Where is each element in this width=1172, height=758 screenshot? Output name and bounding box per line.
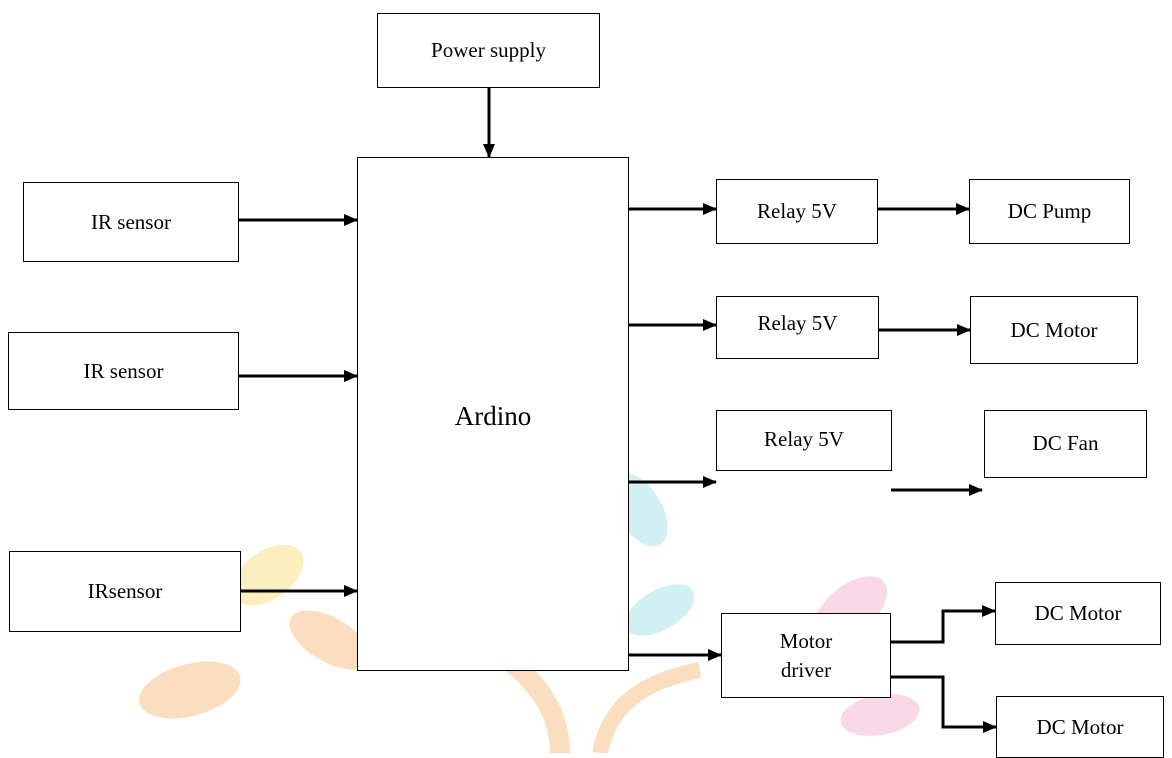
relay-block-1: Relay 5V (716, 179, 878, 244)
dc-pump-block: DC Pump (969, 179, 1130, 244)
ir-sensor-block-2: IR sensor (8, 332, 239, 410)
dc-motor-block-3: DC Motor (996, 696, 1164, 758)
dc-motor-block-1: DC Motor (970, 296, 1138, 364)
arrow-driver-to-motor-lower (889, 677, 996, 727)
dc-fan-block: DC Fan (984, 410, 1147, 478)
motor-driver-block: Motor driver (721, 613, 891, 698)
dc-motor-block-2: DC Motor (995, 582, 1161, 645)
relay-block-2: Relay 5V (716, 296, 879, 359)
relay-block-3: Relay 5V (716, 410, 892, 471)
ir-sensor-block-3: IRsensor (9, 551, 241, 632)
power-supply-block: Power supply (377, 13, 600, 88)
ardino-controller-block: Ardino (357, 157, 629, 671)
ir-sensor-block-1: IR sensor (23, 182, 239, 262)
arrow-driver-to-motor-upper (889, 611, 995, 642)
